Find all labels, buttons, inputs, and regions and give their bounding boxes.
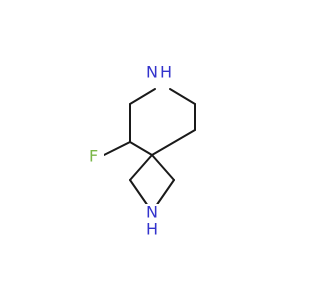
bond-c-spiro-right [151,129,196,156]
atom-h-piperidine: H [160,63,172,82]
bond-spiro-c-right [151,154,175,181]
atom-n-azetidine: N [146,203,158,222]
bond-spiro-c-left [129,154,153,181]
atom-h-azetidine: H [146,220,158,239]
molecule-diagram: N H N H F [84,62,196,239]
bond-c-c-top-left [129,88,156,105]
bond-c-spiro-left [129,141,153,156]
bond-c-f [103,141,131,156]
atom-n-piperidine: N [146,63,158,82]
label-bg-azetidine-nh [138,204,166,238]
bond-c-n-azetidine-r [155,179,175,207]
label-bg-fluorine [84,145,104,167]
atom-fluorine: F [89,147,98,166]
bond-c-n-azetidine-l [129,179,149,207]
label-bg-piperidine-nh [144,62,172,88]
bond-c-c-top-right [169,88,196,105]
